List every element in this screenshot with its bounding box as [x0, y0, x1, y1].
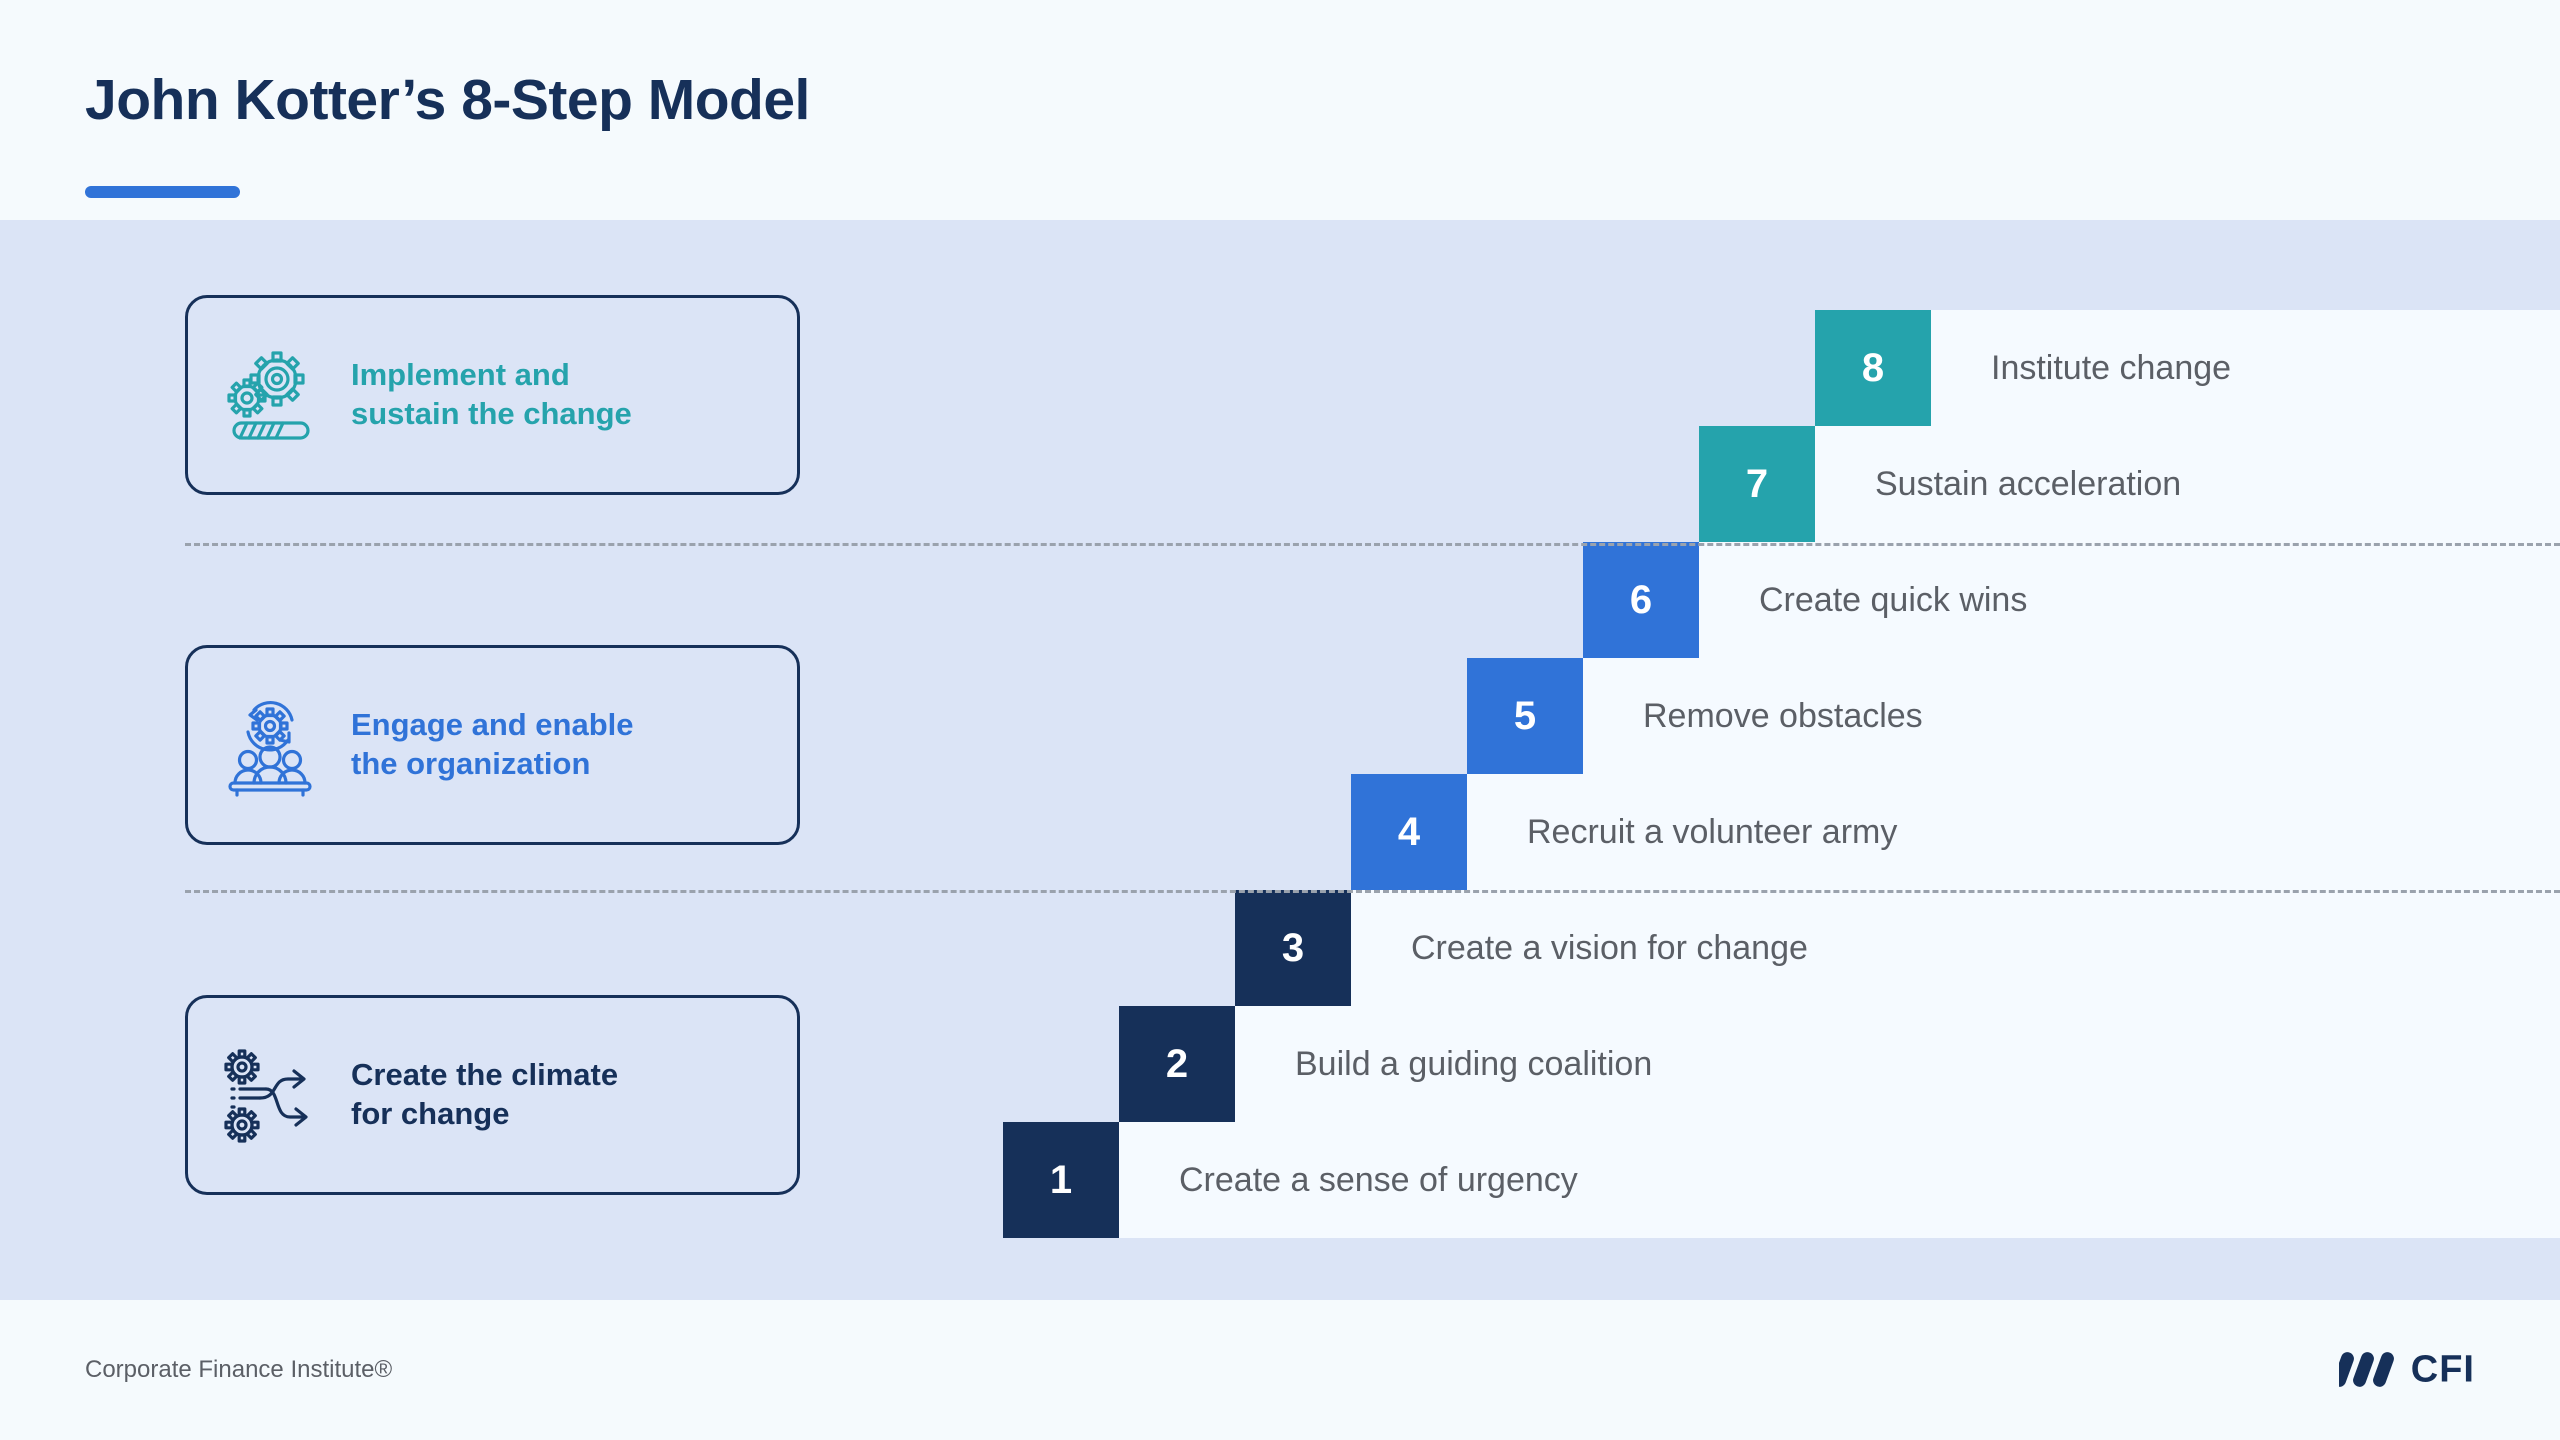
- gears-progress-icon: [220, 343, 325, 448]
- phase-card-implement[interactable]: Implement and sustain the change: [185, 295, 800, 495]
- step-row-strip: [1699, 426, 2560, 542]
- step-number-box-8[interactable]: 8: [1815, 310, 1931, 426]
- phase-card-label: Engage and enable the organization: [351, 706, 634, 784]
- group-divider-top: [185, 543, 2560, 546]
- step-label-8: Institute change: [1991, 348, 2232, 387]
- cfi-logo[interactable]: CFI: [2332, 1348, 2475, 1393]
- phase-label-line1: Engage and enable: [351, 707, 634, 743]
- title-accent-bar: [85, 186, 240, 198]
- phase-label-line1: Create the climate: [351, 1057, 619, 1093]
- phase-label-line2: the organization: [351, 746, 591, 781]
- step-number-box-4[interactable]: 4: [1351, 774, 1467, 890]
- cfi-bars-icon: [2332, 1348, 2401, 1393]
- step-label-3: Create a vision for change: [1411, 928, 1808, 967]
- header: John Kotter’s 8-Step Model: [0, 0, 2560, 220]
- footer: Corporate Finance Institute® CFI: [0, 1300, 2560, 1440]
- phase-card-label: Implement and sustain the change: [351, 356, 632, 434]
- step-label-1: Create a sense of urgency: [1179, 1160, 1578, 1199]
- step-number-box-6[interactable]: 6: [1583, 542, 1699, 658]
- phase-label-line2: for change: [351, 1096, 510, 1131]
- step-row-strip: [1815, 310, 2560, 426]
- step-label-4: Recruit a volunteer army: [1527, 812, 1898, 851]
- gear-people-icon: [220, 693, 325, 798]
- step-number-box-2[interactable]: 2: [1119, 1006, 1235, 1122]
- step-label-5: Remove obstacles: [1643, 696, 1923, 735]
- step-number-box-3[interactable]: 3: [1235, 890, 1351, 1006]
- footer-attribution: Corporate Finance Institute®: [85, 1356, 393, 1383]
- phase-label-line1: Implement and: [351, 357, 570, 393]
- step-row-strip: [1583, 542, 2560, 658]
- phase-card-climate[interactable]: Create the climate for change: [185, 995, 800, 1195]
- step-number-box-5[interactable]: 5: [1467, 658, 1583, 774]
- step-number-box-1[interactable]: 1: [1003, 1122, 1119, 1238]
- group-divider-bottom: [185, 890, 2560, 893]
- phase-card-label: Create the climate for change: [351, 1056, 618, 1134]
- step-label-7: Sustain acceleration: [1875, 464, 2182, 503]
- step-row-strip: [1235, 890, 2560, 1006]
- step-row-strip: [1003, 1122, 2560, 1238]
- gears-arrows-icon: [220, 1043, 325, 1148]
- step-row-strip: [1467, 658, 2560, 774]
- step-row-strip: [1351, 774, 2560, 890]
- cfi-wordmark: CFI: [2410, 1348, 2475, 1391]
- step-label-2: Build a guiding coalition: [1295, 1044, 1653, 1083]
- phase-label-line2: sustain the change: [351, 396, 632, 431]
- page-title: John Kotter’s 8-Step Model: [85, 68, 810, 132]
- step-number-box-7[interactable]: 7: [1699, 426, 1815, 542]
- phase-card-engage[interactable]: Engage and enable the organization: [185, 645, 800, 845]
- step-row-strip: [1119, 1006, 2560, 1122]
- step-label-6: Create quick wins: [1759, 580, 2028, 619]
